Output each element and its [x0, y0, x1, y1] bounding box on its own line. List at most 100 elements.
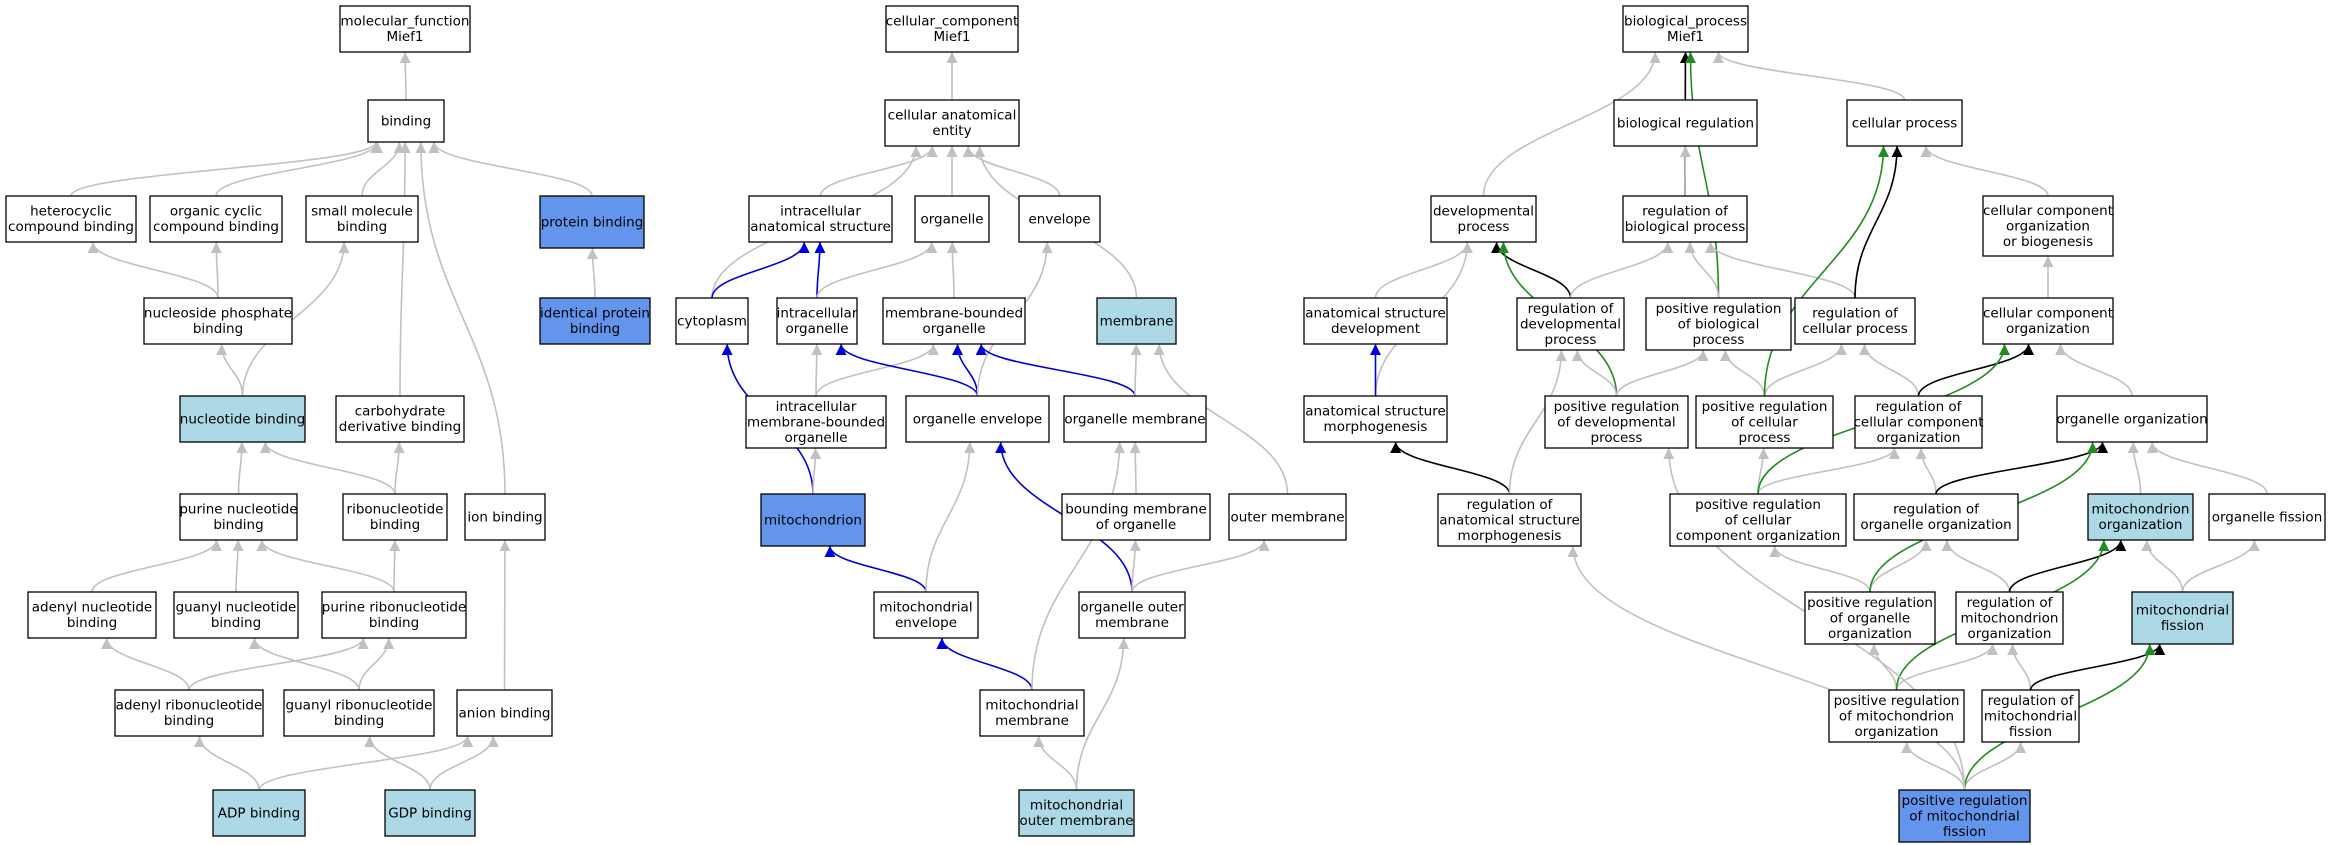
edge-is-a-pos_reg_mito_fission-to-reg_anat_morph [1567, 545, 1966, 791]
go-term-organelle-org[interactable]: organelle organization [2056, 395, 2208, 443]
go-term-cellular-process[interactable]: cellular process [1846, 99, 1963, 147]
term-box [1695, 395, 1834, 449]
term-label-line: envelope [895, 615, 957, 631]
edge-regulates-reg_cell_process-to-cellular_process [1854, 145, 1903, 299]
go-term-envelope[interactable]: envelope [1018, 195, 1101, 243]
term-label-line: positive regulation [1807, 595, 1933, 611]
edge-is-a-adenyl_nucleotide-to-purine_nucleotide [91, 539, 222, 593]
term-box [143, 297, 293, 345]
edge-part-of-mito_envelope-to-mitochondrion [824, 545, 927, 593]
edge-is-a-mito_fission-to-organelle_fission [2181, 539, 2260, 593]
term-label-line: process [1545, 332, 1597, 348]
go-term-cytoplasm[interactable]: cytoplasm [675, 297, 749, 345]
term-label-line: organization [1828, 626, 1912, 642]
go-term-organelle-fission[interactable]: organelle fission [2208, 493, 2326, 541]
term-label-line: anion binding [458, 705, 550, 721]
edge-line [824, 545, 927, 593]
edge-is-a-pos_reg_cell_process-to-pos_reg_bio_process [1719, 349, 1766, 397]
term-box [1303, 395, 1448, 443]
term-label-line: cellular process [1852, 115, 1958, 131]
term-label-line: morphogenesis [1324, 419, 1428, 435]
edge-is-a-reg_mito_fission-to-reg_mito_org [2007, 643, 2032, 691]
go-term-bio-regulation[interactable]: biological regulation [1613, 99, 1758, 147]
term-label-line: membrane-bounded [747, 414, 885, 430]
term-label-line: Mief1 [933, 29, 970, 45]
go-term-binding[interactable]: binding [367, 99, 445, 143]
term-label-line: membrane [1095, 615, 1169, 631]
term-box [675, 297, 749, 345]
go-term-organelle[interactable]: organelle [914, 195, 990, 243]
term-box [1794, 297, 1916, 345]
edge-line [925, 441, 976, 593]
go-term-organelle-membrane[interactable]: organelle membrane [1063, 395, 1207, 443]
go-term-membrane[interactable]: membrane [1096, 297, 1177, 345]
go-term-mitochondrion[interactable]: mitochondrion [760, 493, 866, 547]
go-term-ion-binding[interactable]: ion binding [464, 493, 546, 541]
term-box [173, 591, 299, 639]
edge-is-a-organelle_outer_membrane-to-outer_membrane [1131, 539, 1270, 593]
go-term-gdp-binding[interactable]: GDP binding [384, 789, 476, 837]
edge-line [91, 539, 222, 593]
go-term-nucleotide-binding[interactable]: nucleotide binding [179, 395, 306, 443]
edge-part-of-organelle_envelope-to-intracell_organelle [835, 343, 979, 397]
go-term-organelle-envelope[interactable]: organelle envelope [905, 395, 1050, 443]
go-term-outer-membrane[interactable]: outer membrane [1228, 493, 1347, 541]
edge-line [415, 141, 506, 495]
go-term-adp-binding[interactable]: ADP binding [212, 789, 306, 837]
term-box [1955, 591, 2064, 645]
go-term-anion-binding[interactable]: anion binding [456, 689, 553, 737]
term-box [539, 297, 651, 345]
go-term-protein-binding[interactable]: protein binding [539, 195, 645, 249]
edge-is-a-pos_reg_mito_org-to-pos_reg_organelle_org [1868, 643, 1898, 691]
